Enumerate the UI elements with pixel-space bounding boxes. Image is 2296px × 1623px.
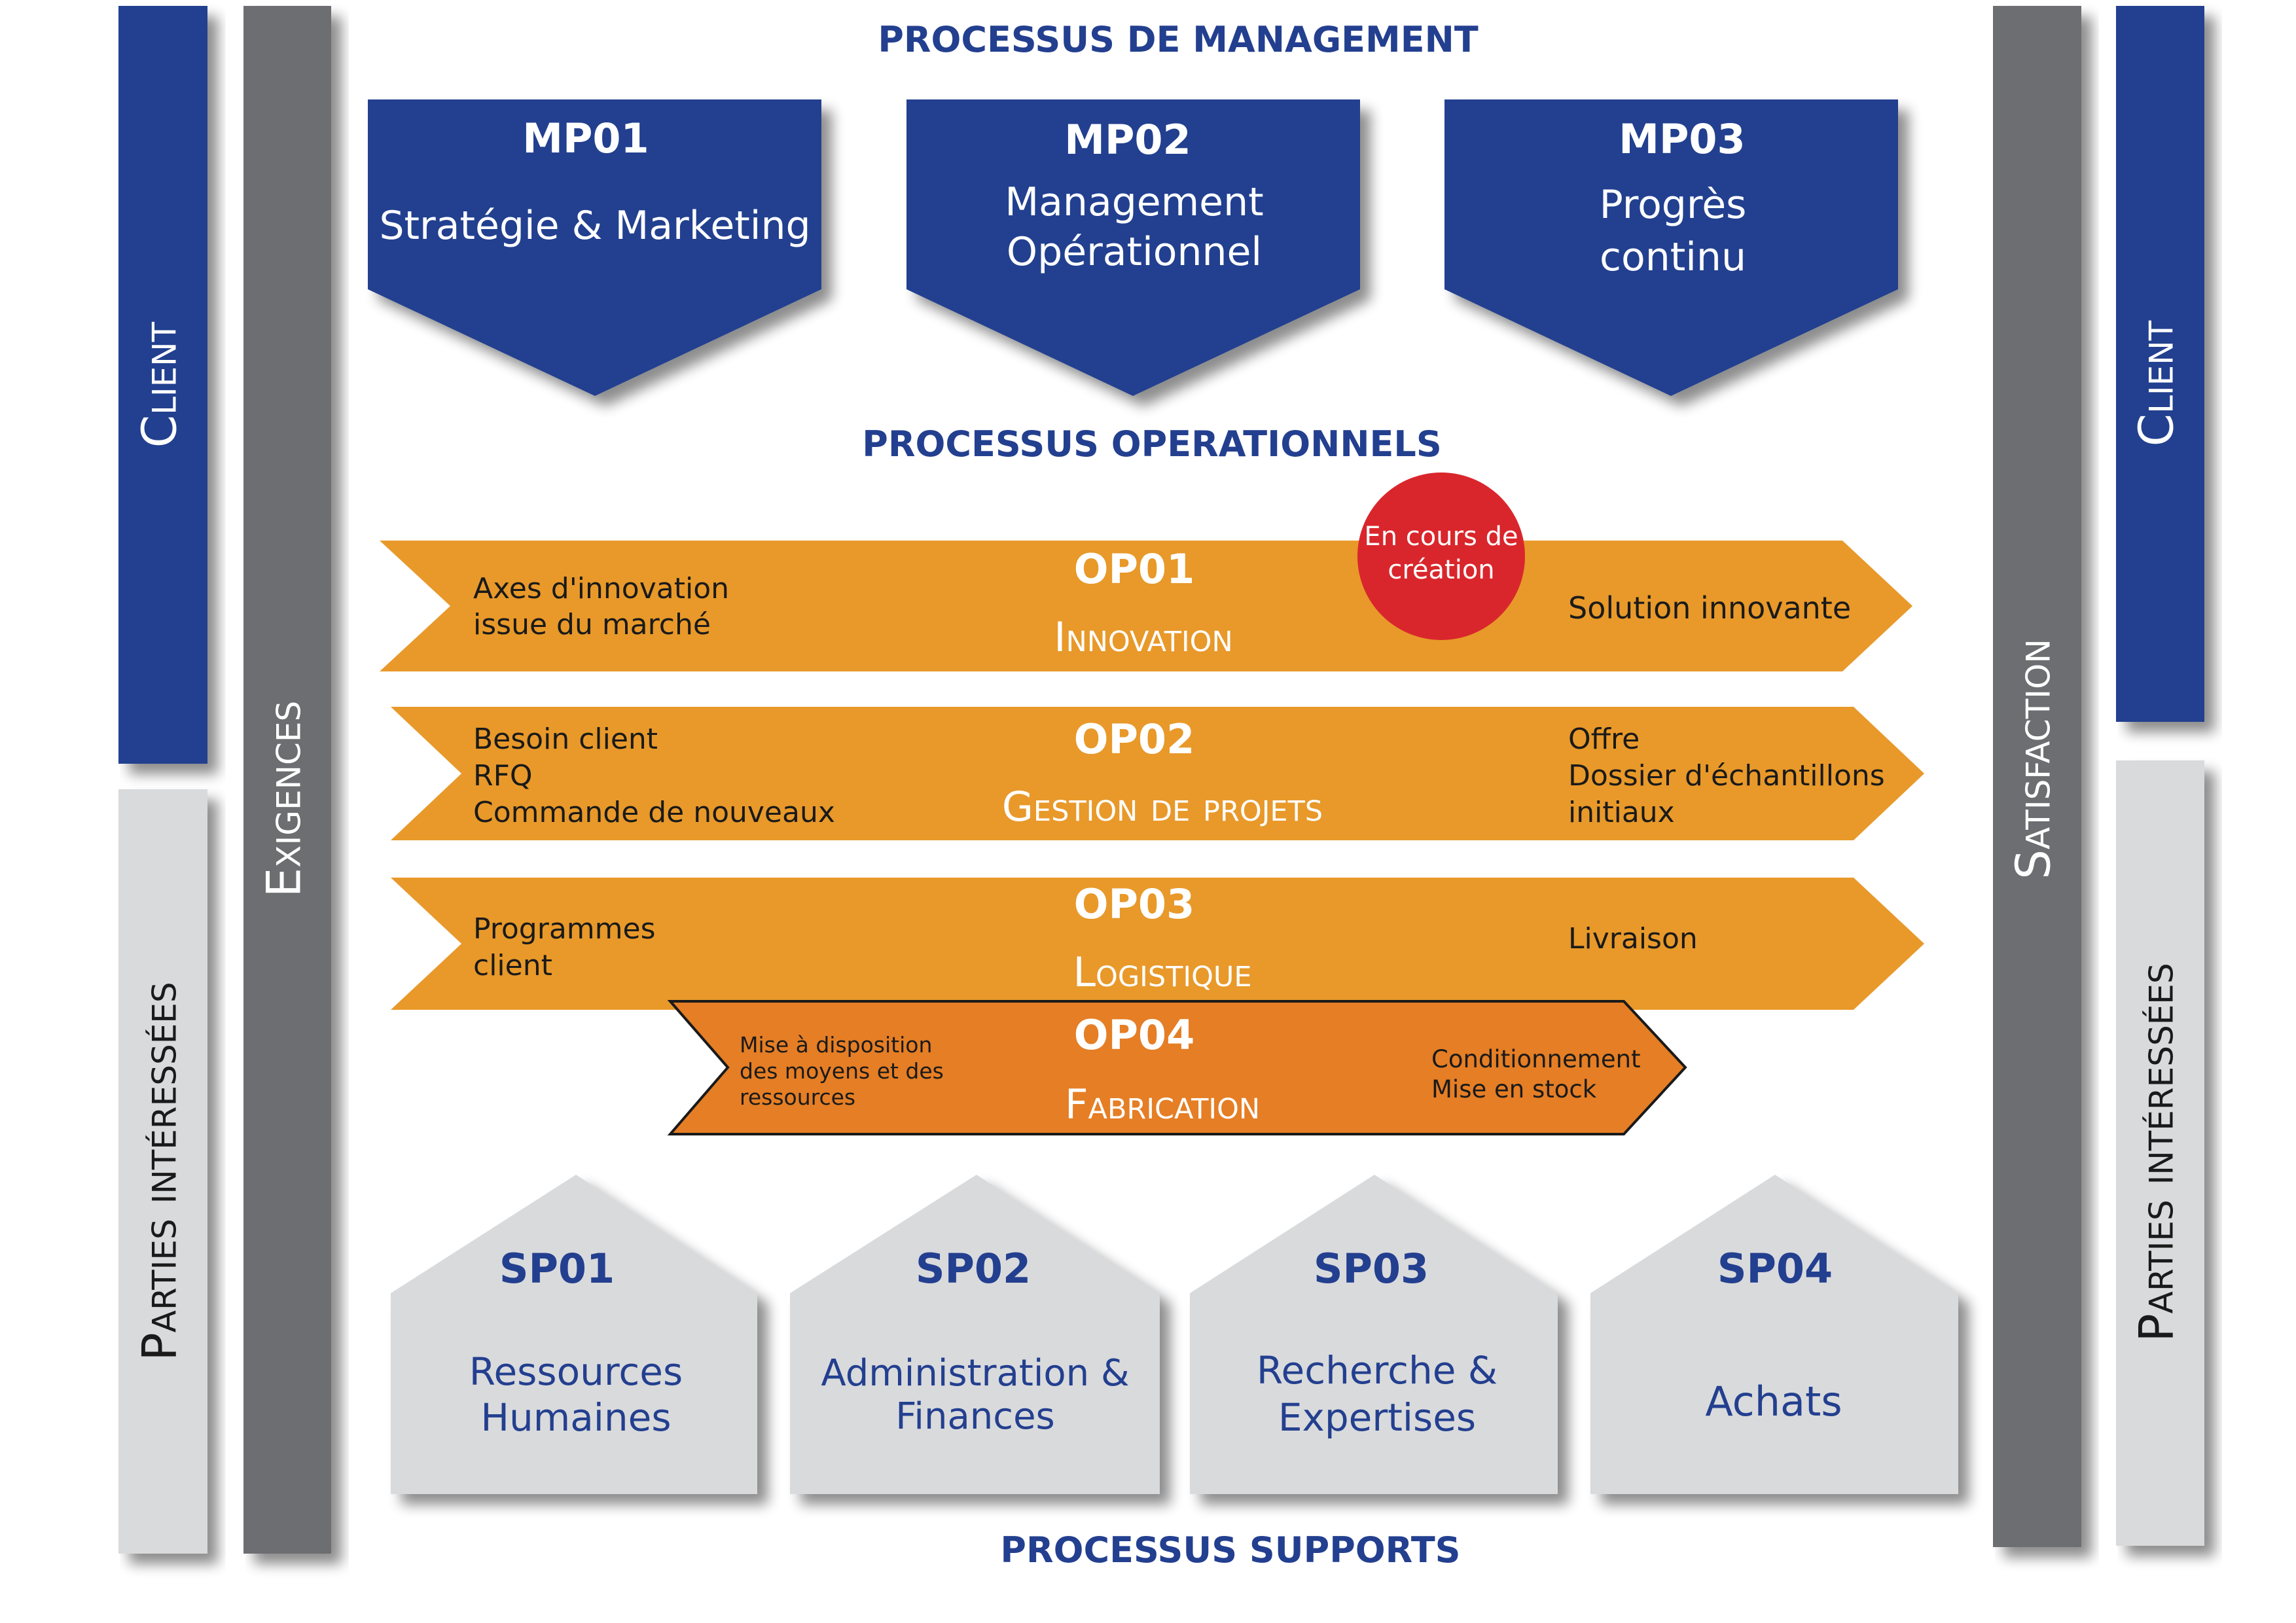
op03-input-1: Programmes [473,912,656,946]
op02-output-1: Offre [1568,722,1640,756]
process-sp02: SP02 Administration & Finances [790,1175,1160,1494]
sp02-line-1: Administration & [821,1352,1129,1395]
title-management: PROCESSUS DE MANAGEMENT [878,19,1479,60]
mp03-line-1: Progrès [1600,182,1747,228]
mp02-line-1: Management [1005,179,1263,225]
left-parties-label: Parties intéressées [132,982,187,1361]
sp02-code: SP02 [916,1245,1031,1293]
sp04-line-1: Achats [1705,1378,1842,1425]
op04-input-2: des moyens et des [740,1058,944,1084]
right-parties-label: Parties intéressées [2129,963,2184,1342]
title-operational: PROCESSUS OPERATIONNELS [862,423,1441,465]
process-mp02: MP02 Management Opérationnel [906,99,1360,396]
satisfaction-label: Satisfaction [2006,639,2061,880]
badge-in-progress: En cours de création [1357,473,1525,640]
op02-output-2: Dossier d'échantillons [1568,759,1885,793]
sp03-code: SP03 [1314,1245,1429,1293]
process-mp01: MP01 Stratégie & Marketing [368,99,821,396]
right-client-bar: Client [2116,6,2204,722]
mp01-code: MP01 [522,115,649,162]
sp01-code: SP01 [499,1245,615,1293]
mp03-line-2: continu [1600,234,1746,280]
process-sp04: SP04 Achats [1590,1175,1958,1494]
op04-name: Fabrication [1065,1080,1260,1128]
sp01-line-2: Humaines [480,1395,671,1440]
op02-input-1: Besoin client [473,722,658,756]
op02-output-3: initiaux [1568,796,1675,829]
process-op04: Mise à disposition des moyens et des res… [667,1000,1687,1135]
op04-input-1: Mise à disposition [740,1032,932,1058]
op02-code: OP02 [1074,715,1194,763]
mp03-code: MP03 [1619,115,1745,163]
mp02-code: MP02 [1064,116,1191,164]
op04-code: OP04 [1074,1011,1194,1059]
mp01-name: Stratégie & Marketing [379,203,810,249]
op01-name: Innovation [1054,613,1232,661]
op04-input-3: ressources [740,1084,855,1110]
op02-input-2: RFQ [473,759,533,793]
left-client-bar: Client [118,6,207,764]
op02-name: Gestion de projets [1002,783,1323,830]
op01-code: OP01 [1074,545,1194,593]
op01-output-1: Solution innovante [1568,590,1851,626]
sp04-code: SP04 [1717,1245,1833,1293]
process-sp03: SP03 Recherche & Expertises [1190,1175,1558,1494]
sp02-line-2: Finances [895,1395,1054,1438]
exigences-bar: Exigences [243,6,331,1554]
op03-output-1: Livraison [1568,922,1698,955]
sp03-line-2: Expertises [1278,1395,1476,1440]
process-mp03: MP03 Progrès continu [1444,99,1898,396]
op04-output-2: Mise en stock [1431,1075,1597,1103]
process-sp01: SP01 Ressources Humaines [391,1175,757,1494]
exigences-label: Exigences [257,701,312,897]
sp01-line-1: Ressources [469,1349,683,1394]
mp02-line-2: Opérationnel [1007,229,1262,275]
process-op01: Axes d'innovation issue du marché OP01 I… [380,541,1912,671]
op01-input-2: issue du marché [473,608,711,641]
process-op02: Besoin client RFQ Commande de nouveaux O… [391,707,1924,840]
left-client-label: Client [132,321,187,448]
badge-line-1: En cours de [1364,522,1518,552]
process-op03: Programmes client OP03 Logistique Livrai… [391,878,1924,1010]
op02-input-3: Commande de nouveaux [473,796,835,829]
left-parties-bar: Parties intéressées [118,789,207,1554]
badge-line-2: création [1388,555,1494,585]
op03-name: Logistique [1073,948,1251,996]
op03-input-2: client [473,949,552,982]
op01-input-1: Axes d'innovation [473,572,729,605]
right-client-label: Client [2129,320,2184,446]
op04-output-1: Conditionnement [1431,1045,1641,1073]
sp03-line-1: Recherche & [1257,1348,1498,1393]
op03-code: OP03 [1074,880,1194,928]
satisfaction-bar: Satisfaction [1993,6,2081,1547]
right-parties-bar: Parties intéressées [2116,760,2204,1546]
title-supports: PROCESSUS SUPPORTS [1000,1529,1460,1571]
